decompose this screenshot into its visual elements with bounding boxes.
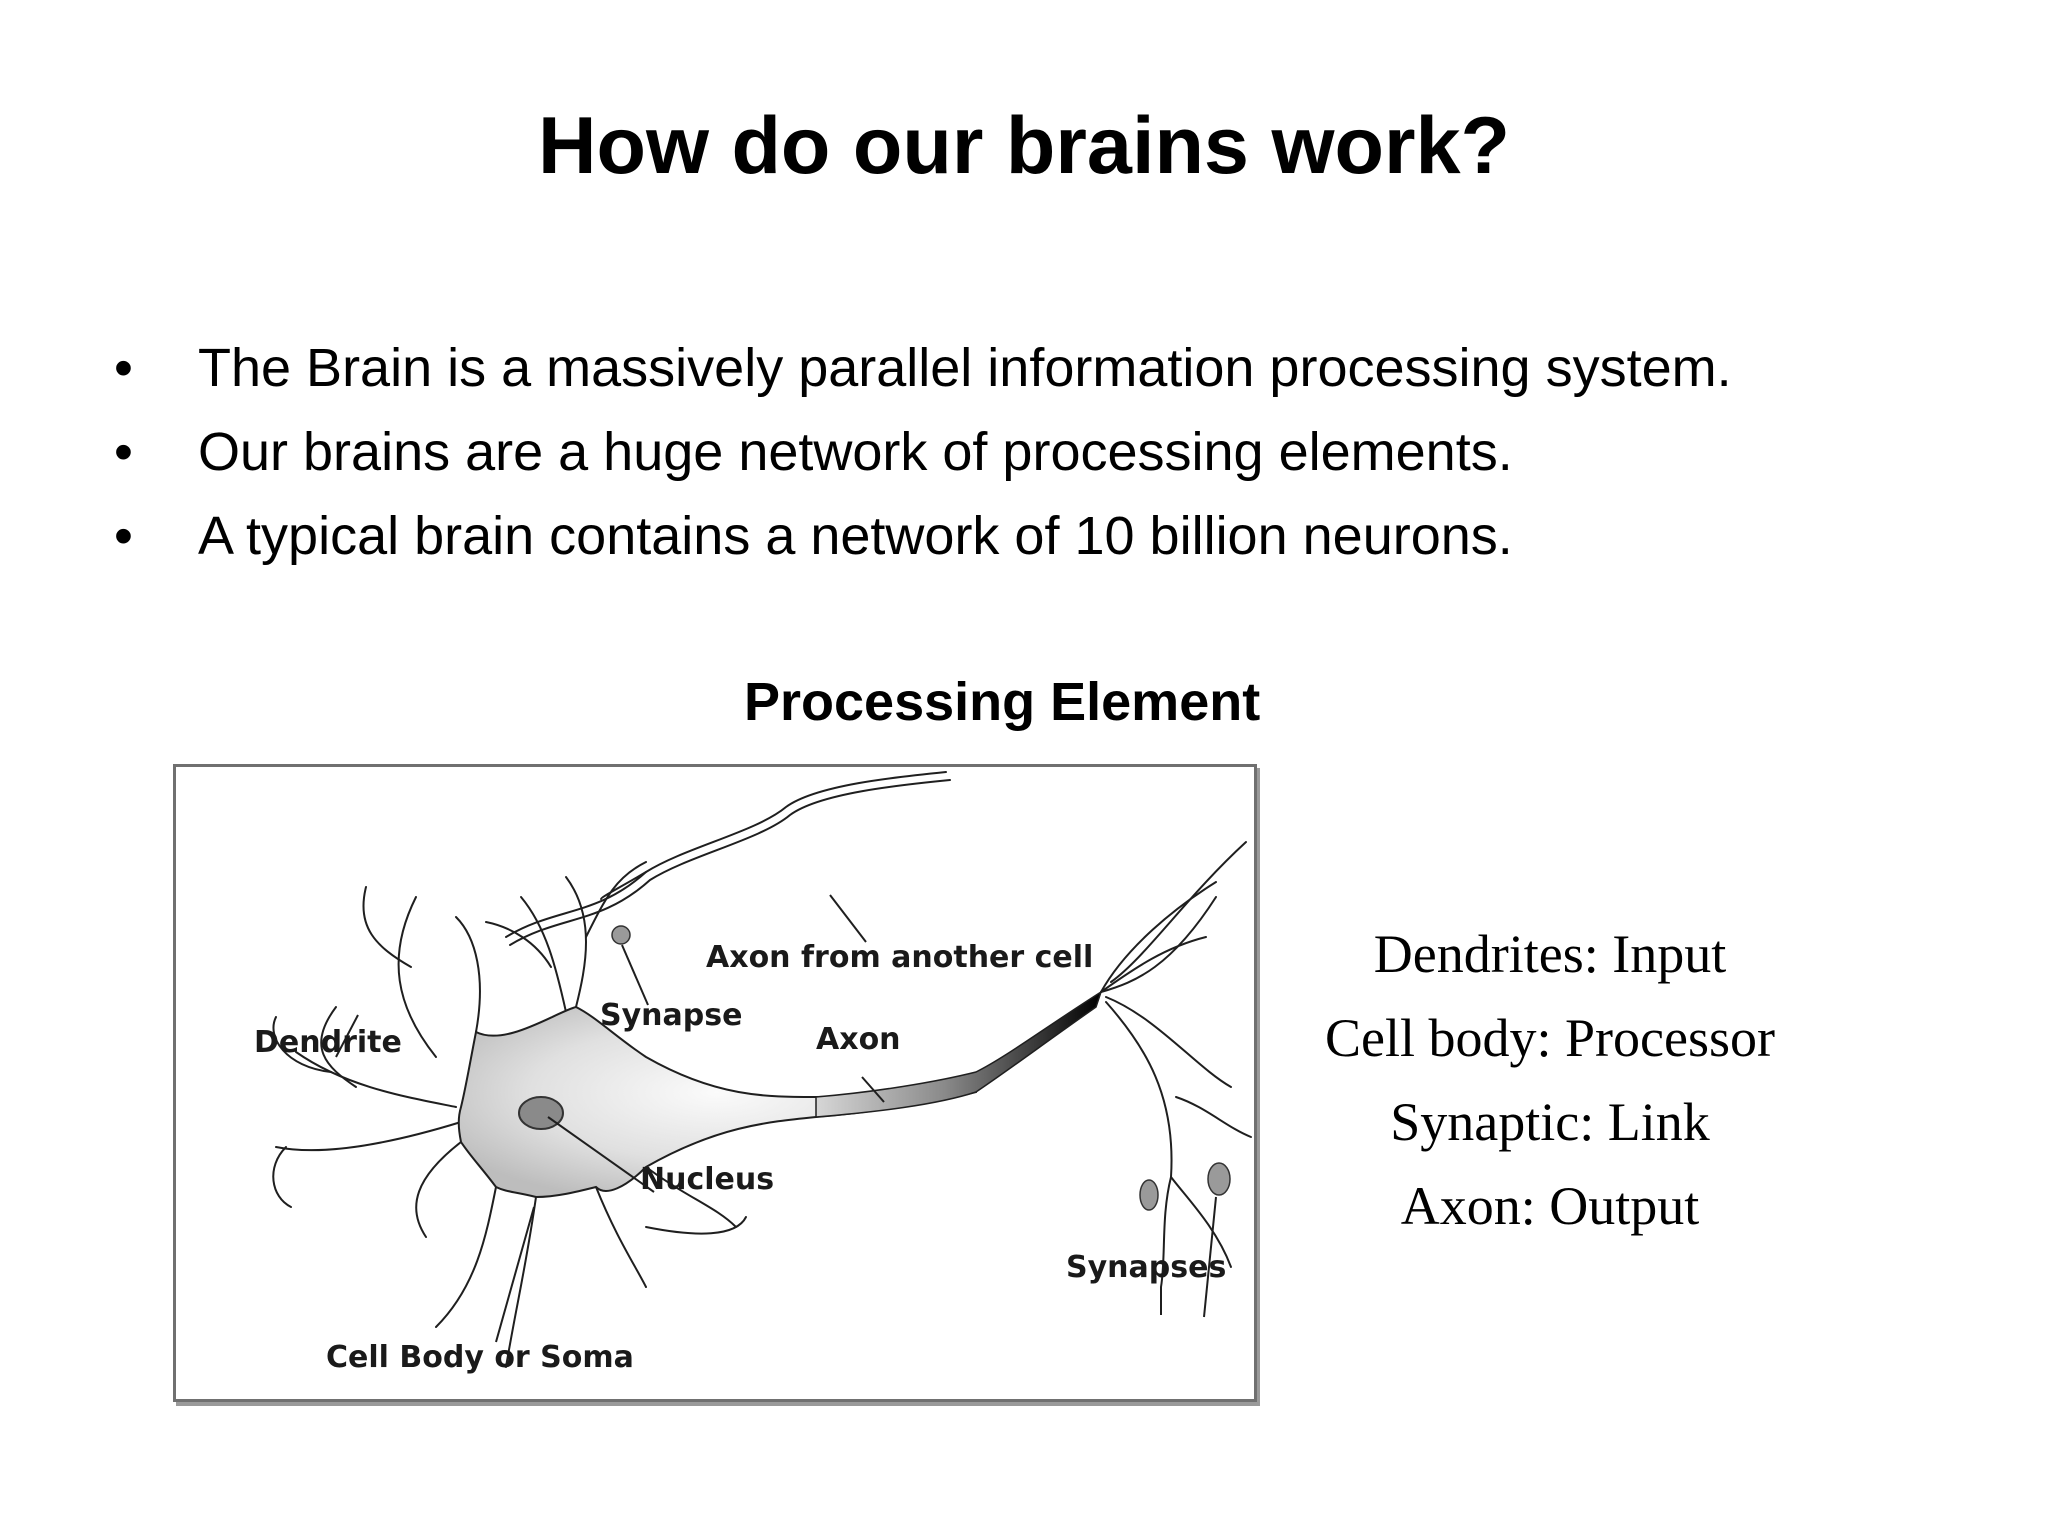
cell-body — [457, 1005, 977, 1199]
neuron-diagram: Axon from another cell Synapse Dendrite … — [173, 764, 1257, 1402]
label-cell-body: Cell Body or Soma — [326, 1340, 634, 1375]
legend-axon: Axon: Output — [1400, 1176, 1700, 1236]
pointer-line — [495, 1206, 535, 1343]
label-axon-from-another-cell: Axon from another cell — [706, 940, 1093, 975]
bullet-marker: • — [114, 422, 133, 482]
bullet-list: • The Brain is a massively parallel info… — [0, 332, 2048, 584]
slide-title: How do our brains work? — [537, 101, 1511, 191]
label-dendrite: Dendrite — [254, 1025, 402, 1060]
nucleus — [518, 1096, 564, 1130]
incoming-axon-inner — [509, 779, 951, 946]
pointer-line — [829, 894, 867, 943]
legend-dendrites: Dendrites: Input — [1373, 924, 1727, 984]
axon — [815, 990, 1103, 1118]
bullet-item: • The Brain is a massively parallel info… — [0, 332, 2048, 416]
bullet-item: • Our brains are a huge network of proce… — [0, 416, 2048, 500]
pointer-line — [1203, 1196, 1217, 1318]
bullet-text: A typical brain contains a network of 10… — [198, 506, 1513, 566]
label-nucleus: Nucleus — [640, 1162, 774, 1197]
synapse-knob — [1207, 1162, 1231, 1196]
label-synapses: Synapses — [1066, 1250, 1226, 1285]
pointer-line — [335, 1014, 359, 1058]
synapse-knob — [1139, 1179, 1159, 1211]
label-axon: Axon — [816, 1022, 901, 1057]
diagram-heading: Processing Element — [744, 672, 1261, 732]
pointer-line — [861, 1076, 885, 1103]
legend-cell-body: Cell body: Processor — [1325, 1008, 1775, 1068]
bullet-text: The Brain is a massively parallel inform… — [198, 338, 1732, 398]
pointer-line — [621, 944, 649, 1006]
pointer-line — [547, 1116, 655, 1193]
bullet-text: Our brains are a huge network of process… — [198, 422, 1513, 482]
incoming-axon-branch — [600, 871, 647, 900]
synapse-knob — [611, 925, 631, 945]
bullet-marker: • — [114, 506, 133, 566]
label-synapse: Synapse — [600, 998, 742, 1033]
incoming-axon-outer — [505, 771, 947, 938]
bullet-item: • A typical brain contains a network of … — [0, 500, 2048, 584]
bullet-marker: • — [114, 338, 133, 398]
neuron-illustration: Axon from another cell Synapse Dendrite … — [254, 771, 1252, 1375]
function-legend: Dendrites: Input Cell body: Processor Sy… — [1290, 912, 1810, 1248]
legend-synaptic: Synaptic: Link — [1390, 1092, 1710, 1152]
